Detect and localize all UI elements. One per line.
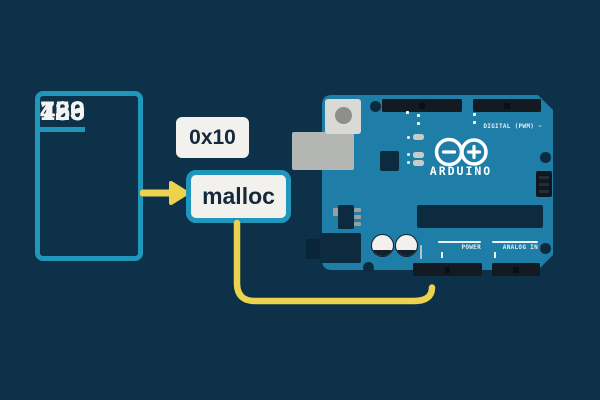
chip-small — [380, 151, 399, 171]
capacitor-1 — [371, 234, 394, 257]
array-cell-1: 456 — [40, 96, 86, 132]
malloc-box: malloc — [186, 170, 291, 223]
power-jack — [320, 233, 361, 263]
analog-label: ANALOG IN — [502, 243, 538, 251]
digital-pins-right — [473, 99, 541, 112]
resistor-1 — [413, 134, 424, 140]
power-label: POWER — [461, 243, 481, 251]
array-cell-2: 789 — [40, 96, 86, 126]
memory-array: 123 456 789 — [35, 91, 143, 261]
regulator-leg — [354, 215, 361, 219]
array-to-malloc-arrow-icon — [140, 181, 189, 205]
arduino-brand-text: ARDUINO — [429, 164, 493, 178]
digital-pwm-label: DIGITAL (PWM) ~ — [483, 122, 542, 130]
power-pins — [413, 263, 482, 276]
mounting-hole-top-left — [370, 101, 381, 112]
regulator-tab — [333, 208, 339, 216]
regulator-leg — [354, 222, 361, 226]
digital-pins-left — [382, 99, 462, 112]
voltage-regulator — [338, 205, 354, 229]
mounting-hole-bottom-left — [363, 262, 374, 273]
analog-pins — [492, 263, 540, 276]
mounting-hole-right — [540, 152, 551, 163]
address-box: 0x10 — [176, 117, 249, 158]
capacitor-2 — [394, 234, 418, 257]
arduino-logo-icon — [434, 137, 488, 167]
mounting-hole-bottom-right — [540, 243, 551, 254]
analog-overline — [492, 241, 538, 243]
usb-connector — [292, 132, 354, 170]
microcontroller-chip — [417, 205, 543, 228]
pad-dot-2 — [407, 153, 410, 156]
side-connector — [536, 171, 552, 197]
pad-dot-1 — [407, 135, 410, 139]
resistor-3 — [413, 159, 424, 166]
pad-dot-3 — [407, 161, 410, 164]
power-overline — [438, 241, 481, 243]
power-jack-snout — [306, 239, 322, 259]
resistor-2 — [413, 151, 424, 158]
reset-button-cap — [335, 107, 352, 124]
regulator-leg — [354, 208, 361, 212]
